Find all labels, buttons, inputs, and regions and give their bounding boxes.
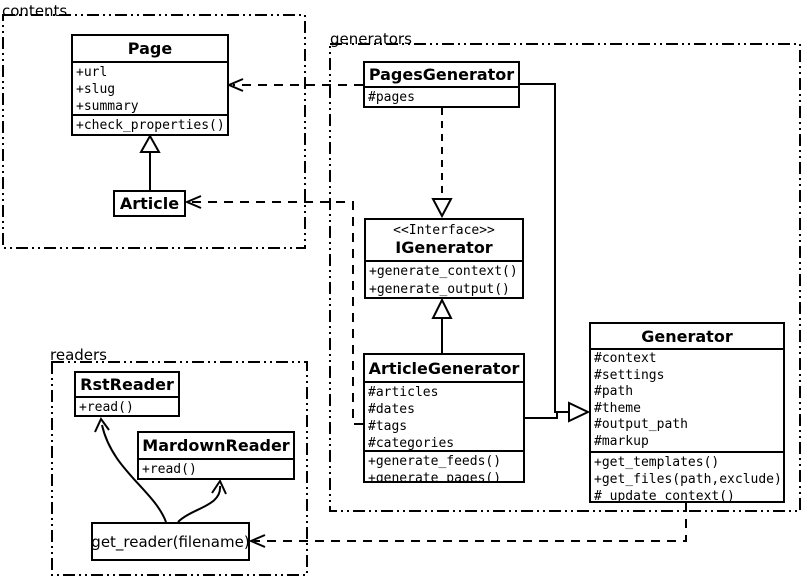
class-articlegenerator: ArticleGenerator #articles #dates #tags … (363, 353, 525, 483)
function-get-reader: get_reader(filename) (91, 522, 250, 561)
method: +get_files(path,exclude) (594, 472, 782, 487)
method: +read() (142, 462, 197, 477)
package-contents-label: contents (2, 2, 68, 20)
class-rstreader-title: RstReader (80, 375, 174, 394)
attribute: +slug (76, 82, 116, 97)
method: +read() (79, 400, 134, 415)
class-article-title: Article (119, 194, 180, 213)
edge-curve (101, 424, 167, 523)
package-contents-border (2, 14, 306, 249)
class-page-attributes: +url +slug +summary (73, 61, 227, 114)
open-arrowhead (248, 534, 266, 548)
method: #_update_context() (594, 489, 735, 501)
function-get-reader-label: get_reader(filename) (91, 532, 250, 551)
class-igenerator: <<Interface>> IGenerator +generate_conte… (364, 218, 524, 299)
edge-generators-inherit-generator (520, 83, 591, 423)
edge-getreader-to-rstreader (94, 417, 167, 523)
class-igenerator-methods: +generate_context() +generate_output() (366, 260, 522, 297)
class-page-methods: +check_properties() (73, 114, 227, 134)
open-arrowhead (94, 417, 110, 433)
edge-curve (177, 485, 222, 523)
package-generators-border (329, 43, 801, 512)
class-generator-attributes: #context #settings #path #theme #output_… (591, 348, 783, 451)
attribute: #context (594, 351, 657, 366)
edge-line (520, 83, 569, 413)
class-pagesgenerator-attributes: #pages (365, 86, 518, 106)
class-articlegenerator-attributes: #articles #dates #tags #categories (365, 381, 523, 450)
attribute: #articles (368, 385, 439, 400)
class-igenerator-title: IGenerator (395, 238, 493, 257)
class-pagesgenerator: PagesGenerator #pages (363, 61, 520, 108)
edge-pagesgenerator-realizes-igenerator (431, 108, 453, 219)
method: +check_properties() (76, 118, 225, 133)
package-readers-label: readers (50, 346, 107, 364)
attribute: #tags (368, 419, 408, 434)
class-page: Page +url +slug +summary +check_properti… (71, 34, 229, 136)
attribute: #dates (368, 402, 415, 417)
class-rstreader: RstReader +read() (74, 371, 180, 417)
class-igenerator-stereotype: <<Interface>> (393, 223, 495, 238)
open-arrowhead (184, 195, 202, 209)
attribute: #categories (368, 436, 455, 450)
attribute: +summary (76, 99, 139, 114)
class-mardownreader-title: MardownReader (142, 436, 290, 455)
hollow-triangle-arrowhead (431, 198, 453, 219)
hollow-triangle-arrowhead (431, 297, 453, 319)
edge-getreader-to-mardownreader (177, 478, 227, 523)
method: +generate_output() (369, 282, 510, 297)
edge-generator-depends-getreader (248, 503, 687, 548)
open-arrowhead (211, 478, 227, 495)
edge-articlegenerator-depends-article (184, 195, 363, 425)
package-readers-border (51, 361, 308, 576)
class-article: Article (113, 190, 186, 217)
class-articlegenerator-methods: +generate_feeds() +generate_pages() (365, 450, 523, 481)
method: +generate_pages() (368, 471, 502, 481)
attribute: #markup (594, 433, 649, 449)
edge-article-inherits-page (139, 133, 161, 190)
method: +get_templates() (594, 455, 720, 470)
attribute: #theme (594, 400, 641, 416)
edge-articlegenerator-inherits-igenerator (431, 297, 453, 353)
class-mardownreader: MardownReader +read() (137, 431, 295, 480)
attribute: +url (76, 65, 108, 80)
attribute: #settings (594, 367, 665, 383)
attribute: #output_path (594, 417, 688, 432)
class-pagesgenerator-title: PagesGenerator (368, 65, 515, 84)
class-page-title: Page (127, 39, 173, 58)
class-articlegenerator-title: ArticleGenerator (368, 358, 520, 378)
hollow-triangle-arrowhead (568, 401, 591, 423)
class-mardownreader-methods: +read() (139, 458, 293, 478)
method: +generate_feeds() (368, 454, 502, 469)
method: +generate_context() (369, 264, 518, 279)
open-arrowhead (226, 78, 244, 92)
edge-pagesgenerator-depends-page (226, 78, 363, 92)
edge-line (191, 201, 363, 425)
class-generator: Generator #context #settings #path #them… (589, 322, 785, 503)
attribute: #path (594, 384, 634, 399)
class-rstreader-methods: +read() (76, 396, 178, 415)
class-generator-title: Generator (641, 326, 733, 346)
edge-branch-line (525, 412, 558, 419)
class-generator-methods: +get_templates() +get_files(path,exclude… (591, 451, 783, 501)
package-generators-label: generators (330, 30, 412, 48)
class-igenerator-header: <<Interface>> IGenerator (366, 220, 522, 260)
attribute: #pages (368, 90, 415, 105)
hollow-triangle-arrowhead (139, 133, 161, 153)
edge-line (254, 503, 687, 542)
